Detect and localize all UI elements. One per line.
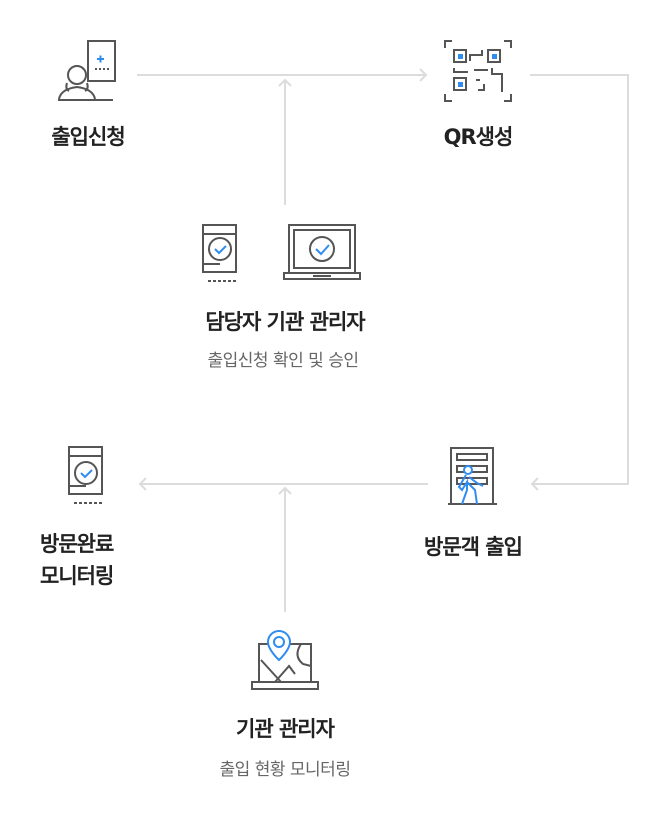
step-complete-title: 방문완료 모니터링 — [40, 528, 114, 592]
step-monitor-subtitle: 출입 현황 모니터링 — [219, 760, 351, 780]
door-walk-icon — [448, 447, 497, 505]
step-entry-title: 방문객 출입 — [424, 535, 523, 559]
phone-check-icon — [202, 224, 237, 282]
step-approve-title: 담당자 기관 관리자 — [205, 310, 365, 334]
phone-check-icon — [68, 446, 103, 504]
laptop-map-pin-icon — [251, 629, 319, 690]
person-form-icon — [58, 40, 116, 101]
step-monitor-title: 기관 관리자 — [236, 717, 335, 741]
step-complete-title-line2: 모니터링 — [40, 564, 114, 588]
laptop-check-icon — [283, 224, 361, 280]
qr-code-icon — [444, 40, 512, 102]
step-qr-title: QR생성 — [443, 125, 514, 149]
step-complete-title-line1: 방문완료 — [40, 532, 114, 556]
step-apply-title: 출입신청 — [51, 125, 125, 149]
step-approve-subtitle: 출입신청 확인 및 승인 — [207, 351, 359, 371]
